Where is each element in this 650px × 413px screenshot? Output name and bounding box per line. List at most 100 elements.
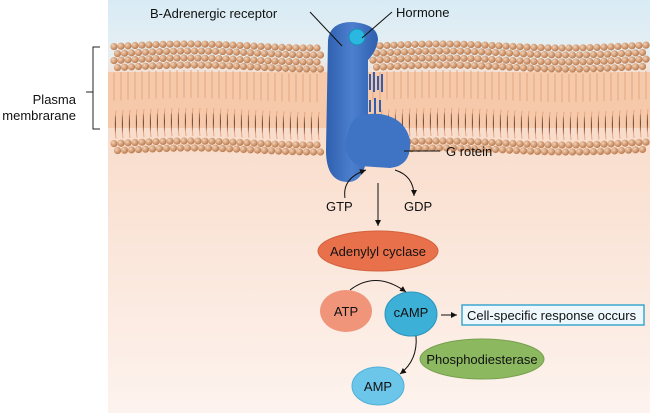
- lipid-head: [544, 58, 552, 66]
- lipid-head: [197, 47, 206, 55]
- lipid-head: [603, 64, 612, 72]
- lipid-head: [299, 58, 307, 66]
- lipid-head: [194, 40, 202, 48]
- lipid-head: [386, 48, 395, 57]
- lipid-head: [400, 48, 409, 56]
- lipid-head: [624, 63, 633, 71]
- lipid-head: [589, 51, 598, 59]
- lipid-head: [218, 47, 227, 56]
- gtp-arrow: [344, 169, 367, 199]
- lipid-head: [540, 148, 549, 156]
- lipid-head: [120, 146, 129, 154]
- lipid-tail: [162, 70, 166, 137]
- lipid-head: [442, 144, 451, 152]
- lipid-head: [141, 62, 150, 70]
- amp: [351, 366, 405, 406]
- lipid-head: [533, 64, 542, 73]
- atp-label: ATP: [334, 304, 358, 319]
- lipid-head: [372, 49, 381, 57]
- lipid-head: [582, 65, 591, 73]
- lipid-head: [516, 43, 524, 51]
- lipid-head: [432, 40, 440, 48]
- lipid-head: [145, 138, 153, 146]
- lipid-tail: [113, 72, 117, 139]
- atp-to-camp-arrow: [349, 280, 407, 293]
- lipid-head: [603, 50, 612, 58]
- lipid-head: [558, 58, 566, 66]
- lipid-head: [554, 51, 563, 59]
- lipid-head: [470, 61, 479, 70]
- lipid-tail: [190, 70, 194, 137]
- lipid-head: [512, 49, 521, 58]
- lipid-head: [180, 40, 188, 48]
- lipid-head: [134, 62, 143, 71]
- lipid-head: [635, 55, 643, 64]
- lipid-head: [460, 137, 468, 145]
- lipid-head: [313, 44, 321, 52]
- lipid-head: [530, 43, 538, 52]
- lipid-tail: [253, 72, 257, 139]
- lipid-head: [285, 58, 293, 66]
- lipid-head: [162, 47, 171, 55]
- lipid-head: [481, 138, 489, 146]
- lipid-head: [495, 139, 503, 147]
- lipid-head: [208, 54, 216, 62]
- lipid-head: [435, 144, 444, 152]
- lipid-tail: [449, 70, 453, 137]
- lipid-head: [201, 54, 209, 62]
- lipid-tail: [414, 70, 418, 137]
- lipid-tail: [617, 72, 621, 139]
- lipid-head: [155, 145, 164, 153]
- lipid-head: [316, 65, 325, 73]
- lipid-head: [596, 64, 605, 73]
- lipid-head: [477, 145, 486, 153]
- lipid-head: [397, 55, 405, 63]
- lipid-head: [292, 44, 300, 52]
- receptor-leader: [309, 11, 343, 47]
- lipid-head: [295, 51, 304, 59]
- lipid-tail: [603, 73, 607, 140]
- lipid-head: [250, 56, 258, 64]
- lipid-head: [411, 54, 419, 62]
- lipid-tail: [309, 73, 313, 141]
- lipid-head: [435, 61, 444, 69]
- receptor-helices: [369, 72, 383, 114]
- lipid-head: [617, 146, 626, 155]
- lipid-head: [246, 49, 255, 57]
- lipid-head: [152, 138, 160, 146]
- lipid-head: [568, 51, 577, 59]
- lipid-head: [302, 148, 311, 156]
- lipid-head: [484, 62, 493, 70]
- lipid-head: [267, 64, 276, 72]
- lipid-head: [194, 54, 202, 62]
- lipid-head: [551, 44, 559, 52]
- adenylyl-cyclase: [317, 230, 439, 272]
- lipid-head: [610, 147, 619, 155]
- lipid-head: [204, 144, 213, 152]
- lipid-head: [131, 138, 139, 147]
- lipid-head: [215, 137, 223, 146]
- lipid-tail: [596, 73, 600, 140]
- lipid-tail: [239, 71, 243, 138]
- lipid-head: [642, 41, 650, 49]
- lipid-tail: [519, 72, 523, 139]
- lipid-head: [393, 48, 402, 56]
- lipid-head: [502, 42, 510, 50]
- lipid-tail: [442, 70, 446, 137]
- lipid-head: [397, 41, 405, 49]
- lipid-head: [288, 148, 297, 156]
- lipid-head: [484, 145, 493, 153]
- lipid-head: [589, 148, 598, 156]
- lipid-head: [187, 40, 195, 48]
- lipid-head: [537, 58, 545, 66]
- lipid-head: [190, 47, 199, 55]
- lipid-head: [414, 144, 423, 152]
- lipid-head: [183, 144, 192, 152]
- lipid-head: [260, 49, 269, 58]
- lipid-head: [190, 144, 199, 152]
- lipid-tail: [554, 73, 558, 140]
- lipid-tail: [638, 71, 642, 138]
- lipid-head: [117, 42, 125, 50]
- lipid-head: [498, 146, 507, 154]
- camp: [384, 291, 438, 337]
